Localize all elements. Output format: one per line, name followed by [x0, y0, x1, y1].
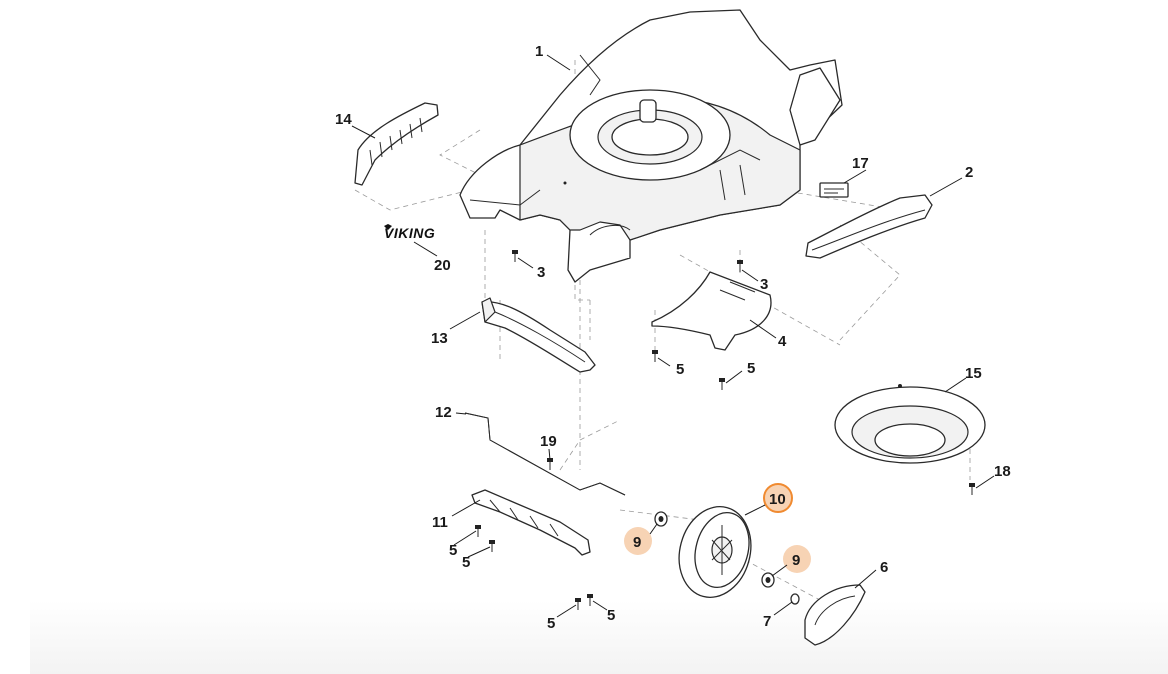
front-cover — [481, 297, 596, 373]
callout-10: 10 — [769, 491, 786, 508]
highlight-9b — [783, 545, 811, 573]
deflector-plate — [651, 271, 772, 351]
leader-lines — [351, 54, 995, 618]
bearing-left — [654, 511, 668, 527]
screw-3b — [737, 260, 743, 272]
screw-5d — [489, 540, 495, 552]
mower-deck — [459, 9, 843, 283]
collector-funnel — [834, 384, 986, 464]
callout-5e: 5 — [547, 615, 555, 632]
screw-5e — [575, 598, 581, 610]
screw-18 — [969, 483, 975, 495]
callout-12: 12 — [435, 404, 452, 421]
callout-9b: 9 — [792, 552, 800, 569]
wheel-nut — [790, 593, 800, 605]
screw-5f — [587, 594, 593, 606]
svg-text:VIKING: VIKING — [384, 225, 435, 241]
callout-9a: 9 — [633, 534, 641, 551]
callout-labels: 1 2 3 3 4 5 5 5 5 5 5 6 7 9 9 10 11 12 1… — [335, 43, 1011, 632]
callout-17: 17 — [852, 155, 869, 172]
front-axle — [464, 412, 626, 496]
highlight-10 — [763, 483, 793, 513]
callout-5d: 5 — [462, 554, 470, 571]
screw-5b — [719, 378, 725, 390]
callout-14: 14 — [335, 111, 352, 128]
side-trim-strip — [354, 102, 439, 186]
callout-7: 7 — [763, 613, 771, 630]
callout-6: 6 — [880, 559, 888, 576]
callout-5f: 5 — [607, 607, 615, 624]
callout-15: 15 — [965, 365, 982, 382]
callout-11: 11 — [432, 514, 448, 531]
hub-cap — [804, 584, 866, 646]
callout-5a: 5 — [676, 361, 684, 378]
callout-5c: 5 — [449, 542, 457, 559]
wheel — [678, 506, 752, 598]
callout-5b: 5 — [747, 360, 755, 377]
callout-19: 19 — [540, 433, 557, 450]
callout-4: 4 — [778, 333, 787, 350]
callout-1: 1 — [535, 43, 543, 60]
callout-2: 2 — [965, 164, 973, 181]
highlight-9a — [624, 527, 652, 555]
callout-18: 18 — [994, 463, 1011, 480]
viking-logo: VIKING — [384, 224, 435, 241]
highlight-markers — [624, 483, 811, 573]
bearing-right — [761, 572, 775, 588]
screw-5c — [475, 525, 481, 537]
background-shade — [30, 600, 1168, 674]
callout-20: 20 — [434, 257, 451, 274]
axle-bracket — [471, 489, 591, 556]
callout-3a: 3 — [537, 264, 545, 281]
callout-13: 13 — [431, 330, 448, 347]
warning-label — [819, 182, 849, 198]
callout-3b: 3 — [760, 276, 768, 293]
screw-3a — [512, 250, 518, 262]
rear-trim — [805, 194, 933, 259]
screw-5a — [652, 350, 658, 362]
